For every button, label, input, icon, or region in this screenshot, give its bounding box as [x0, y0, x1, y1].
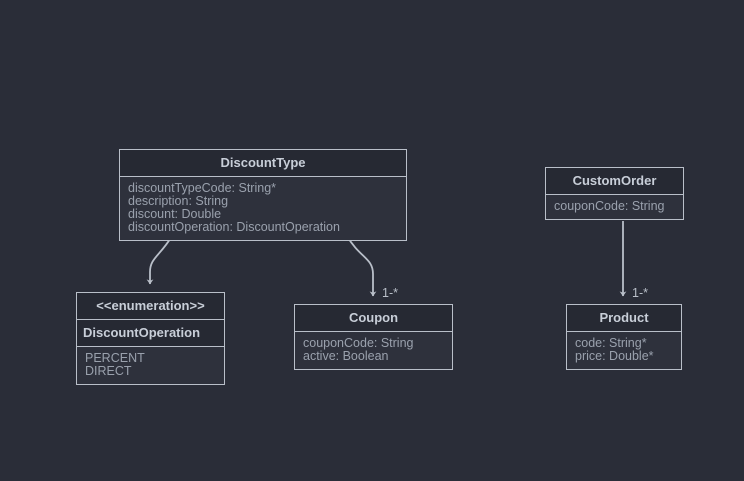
stereotype-enumeration: <<enumeration>> — [77, 293, 224, 319]
class-attributes-coupon: couponCode: String active: Boolean — [295, 331, 452, 369]
class-box-discount-type[interactable]: DiscountType discountTypeCode: String* d… — [119, 149, 407, 241]
class-box-coupon[interactable]: Coupon couponCode: String active: Boolea… — [294, 304, 453, 370]
attribute-row: discountTypeCode: String* — [128, 181, 277, 195]
class-attributes-custom-order: couponCode: String — [546, 194, 683, 219]
multiplicity-label-product: 1-* — [632, 286, 648, 300]
attribute-row: DIRECT — [85, 364, 132, 378]
attribute-row: discountOperation: DiscountOperation — [128, 220, 340, 234]
class-name-custom-order: CustomOrder — [546, 168, 683, 194]
class-name-coupon: Coupon — [295, 305, 452, 331]
class-attributes-discount-type: discountTypeCode: String* description: S… — [120, 176, 406, 240]
attribute-row: active: Boolean — [303, 349, 389, 363]
attribute-row: couponCode: String — [303, 336, 414, 350]
attribute-row: price: Double* — [575, 349, 654, 363]
class-box-custom-order[interactable]: CustomOrder couponCode: String — [545, 167, 684, 220]
edge-discounttype-discountoperation — [146, 235, 173, 285]
class-attributes-discount-operation: PERCENT DIRECT — [77, 346, 224, 384]
edge-discounttype-coupon — [346, 235, 377, 297]
attribute-row: PERCENT — [85, 351, 145, 365]
class-name-product: Product — [567, 305, 681, 331]
class-box-product[interactable]: Product code: String* price: Double* — [566, 304, 682, 370]
attribute-row: couponCode: String — [554, 199, 665, 213]
class-attributes-product: code: String* price: Double* — [567, 331, 681, 369]
multiplicity-label-coupon: 1-* — [382, 286, 398, 300]
class-name-discount-type: DiscountType — [120, 150, 406, 176]
class-box-discount-operation[interactable]: <<enumeration>> DiscountOperation PERCEN… — [76, 292, 225, 385]
attribute-row: description: String — [128, 194, 229, 208]
attribute-row: discount: Double — [128, 207, 222, 221]
class-name-discount-operation: DiscountOperation — [77, 319, 224, 346]
attribute-row: code: String* — [575, 336, 647, 350]
